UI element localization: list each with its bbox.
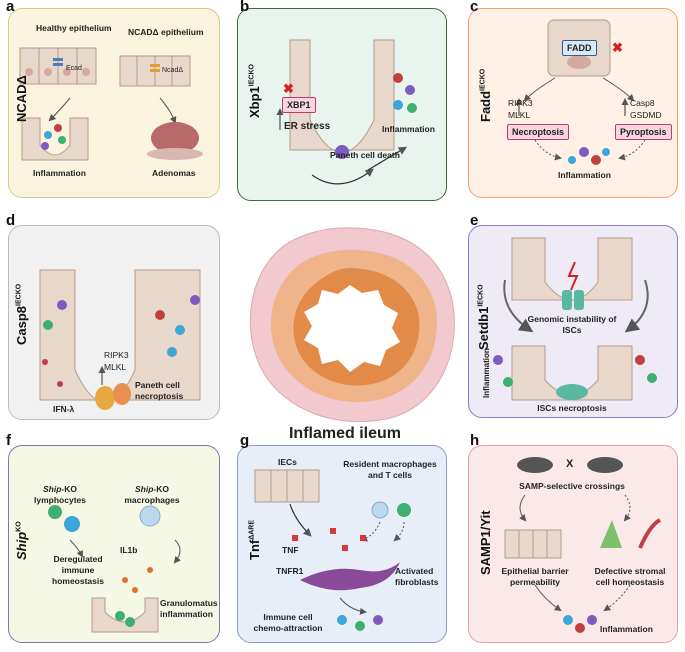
immune-cell-label-1: Immune cell (263, 612, 313, 622)
granulomatus-label-1: Granulomatus (160, 598, 218, 608)
iec-cells (254, 469, 320, 503)
inflammation-label-b: Inflammation (382, 124, 435, 134)
crypt-d (39, 269, 201, 410)
model-title-f: ShipKO (14, 521, 29, 560)
genomic-instability-label-2: ISCs (562, 325, 582, 335)
stromal-label-1: Defective stromal (594, 566, 666, 576)
mlkl-label-d: MLKL (104, 362, 127, 372)
xbp1-cross-icon: ✖ (283, 81, 294, 96)
stromal-cell-icon (600, 520, 622, 548)
model-title-g: TnfΔARE (247, 519, 262, 560)
inflammation-label-c: Inflammation (558, 170, 611, 180)
mouse-icon-left (517, 457, 553, 473)
inflammation-label-e: Inflammation (482, 348, 491, 398)
tnfr1-label: TNFR1 (276, 566, 304, 576)
panel-letter-g: g (240, 432, 250, 449)
panel-letter-f: f (6, 432, 11, 449)
crypt-b (289, 39, 417, 159)
ncad-epithelium-label: NCADΔ epithelium (128, 27, 204, 37)
healthy-epithelium-label: Healthy epithelium (36, 23, 112, 33)
ripk3-label-c: RIPK3 (508, 98, 533, 108)
model-title-c: FaddIECKO (478, 68, 493, 122)
deregulated-label-3: homeostasis (52, 576, 104, 586)
ncad-epithelium-cells (119, 55, 191, 87)
panel-letter-h: h (470, 432, 480, 449)
ecad-label: Ecad (66, 65, 82, 72)
gsdmd-label: GSDMD (630, 110, 662, 120)
paneth-death-label: Paneth cell death (330, 150, 400, 160)
pyroptosis-box: Pyroptosis (615, 124, 672, 140)
mouse-icon-right (587, 457, 623, 473)
epithelial-barrier-label-1: Epithelial barrier (501, 566, 569, 576)
crypt-f (91, 597, 159, 633)
iscs-necroptosis-label: ISCs necroptosis (537, 403, 607, 413)
er-stress-label: ER stress (284, 121, 331, 132)
inflammation-label-a: Inflammation (33, 168, 86, 178)
panel-f (8, 445, 220, 643)
panel-a (8, 8, 220, 198)
deregulated-label-1: Deregulated (53, 554, 103, 564)
iecs-label: IECs (278, 457, 297, 467)
mlkl-label-c: MLKL (508, 110, 531, 120)
activated-fibroblasts-label-2: fibroblasts (395, 577, 439, 587)
il1b-label: IL1b (120, 545, 138, 555)
xbp1-box: XBP1 (282, 97, 316, 113)
paneth-cell-label: Paneth cell (135, 380, 180, 390)
tnf-label: TNF (282, 545, 299, 555)
inflammation-label-h: Inflammation (600, 624, 653, 634)
model-title-d: Casp8IECKO (14, 283, 29, 345)
adenoma-icon (147, 122, 203, 160)
model-title-h: SAMP1/Yit (478, 510, 493, 575)
ncad-junction-label: NcadΔ (162, 67, 184, 74)
lymphocytes-label: lymphocytes (34, 495, 86, 505)
samp-crossings-label: SAMP-selective crossings (519, 481, 625, 491)
inflamed-ileum-title: Inflamed ileum (288, 425, 402, 442)
model-title-e: Setdb1IECKO (476, 284, 491, 350)
ship-ko-lymphocytes-label: Ship-KO (42, 484, 78, 494)
ifn-lambda-label: IFN-λ (53, 404, 75, 414)
model-title-a: NCADΔ (14, 75, 29, 122)
panel-letter-c: c (470, 0, 479, 15)
paneth-necroptosis-label: necroptosis (135, 391, 184, 401)
epithelial-cells-h (504, 529, 562, 559)
activated-fibroblasts-label-1: Activated (395, 566, 434, 576)
crypt-a (21, 117, 89, 161)
immune-cell-label-2: chemo-attraction (253, 623, 323, 633)
panel-letter-b: b (240, 0, 250, 15)
cross-x-label: X (566, 458, 574, 470)
stromal-label-2: cell homeostasis (595, 577, 665, 587)
casp8-label: Casp8 (630, 98, 655, 108)
ileum-cross-section (249, 227, 455, 423)
panel-letter-e: e (470, 212, 479, 229)
deregulated-label-2: immune (61, 565, 95, 575)
fadd-box: FADD (562, 40, 597, 56)
macrophages-label: macrophages (124, 495, 180, 505)
healthy-epithelium-cells (19, 47, 97, 85)
epithelial-barrier-label-2: permeability (509, 577, 561, 587)
fibroblast-icon (300, 562, 400, 591)
necroptosis-box: Necroptosis (507, 124, 570, 140)
resident-label-1: Resident macrophages (343, 459, 437, 469)
granulomatus-label-2: inflammation (160, 609, 213, 619)
crypt-e-top (511, 237, 633, 310)
genomic-instability-label-1: Genomic instability of (527, 314, 617, 324)
fadd-cross-icon: ✖ (612, 40, 623, 55)
panel-letter-d: d (6, 212, 16, 229)
adenomas-label: Adenomas (152, 168, 196, 178)
ship-ko-macrophages-label: Ship-KO (134, 484, 170, 494)
ripk3-label-d: RIPK3 (104, 350, 129, 360)
crypt-e-bottom (493, 345, 657, 401)
resident-label-2: and T cells (368, 470, 412, 480)
model-title-b: Xbp1IECKO (247, 64, 262, 118)
panel-letter-a: a (6, 0, 15, 15)
